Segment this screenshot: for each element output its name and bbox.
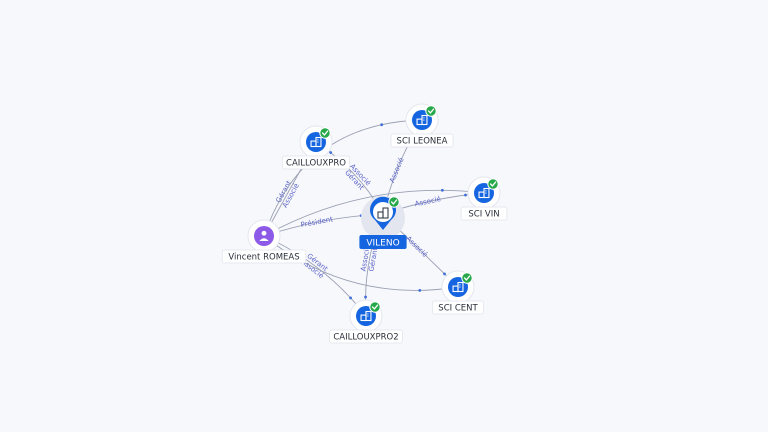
node-label-bg [221,249,307,264]
building-icon [416,114,428,126]
node-label: SCI CENT [438,304,478,314]
nodes-layer: VILENO Vincent ROMEAS CAILLOUXPRO SCI LEONE… [221,103,508,344]
node-label: VILENO [366,239,399,249]
node-label-bg [359,235,407,249]
edge-arrow [364,295,367,299]
edge-label: Gérant [368,247,380,272]
verified-check-icon [487,178,499,190]
node-scileonea[interactable]: SCI LEONEA [390,103,454,148]
node-vileno[interactable]: VILENO [359,196,407,249]
edge-arrow [380,123,384,127]
node-label-bg [281,155,351,170]
edge-line [263,189,485,237]
node-caillouxpro[interactable]: CAILLOUXPRO [281,125,351,170]
edge-arrow [349,296,352,300]
person-icon [259,230,269,241]
node-scivin[interactable]: SCI VIN [460,176,508,221]
node-label: SCI LEONEA [397,137,448,147]
building-icon [452,281,464,293]
node-circle [254,226,274,246]
edge-arrow [329,151,333,154]
verified-check-icon [461,272,473,284]
building-icon [478,187,490,199]
edge-label: Associé [388,156,406,184]
node-label-bg [329,329,403,344]
verified-check-icon [388,196,400,208]
edge-label: Associé [414,195,442,208]
node-vincent[interactable]: Vincent ROMEAS [221,219,307,264]
verified-check-icon [369,301,381,313]
building-icon [360,310,372,322]
edge-arrow [443,272,446,276]
node-label-bg [390,133,454,148]
node-label: CAILLOUXPRO [286,159,346,169]
node-label: Vincent ROMEAS [228,253,299,263]
edge-arrow [418,288,422,292]
node-label-bg [431,300,484,315]
node-caillouxpro2[interactable]: CAILLOUXPRO2 [329,299,403,344]
node-label: SCI VIN [468,210,499,220]
edge-arrow [464,193,467,197]
node-scicent[interactable]: SCI CENT [431,270,484,315]
node-label: CAILLOUXPRO2 [333,333,398,343]
verified-check-icon [319,127,331,139]
verified-check-icon [425,105,437,117]
edge-label: Président [300,215,334,229]
building-icon [377,207,389,219]
edge-arrow [440,188,444,192]
edge-label: Associé [404,235,429,259]
edge-vincent-scivin[interactable] [263,188,485,237]
building-icon [310,136,322,148]
node-label-bg [460,206,508,221]
